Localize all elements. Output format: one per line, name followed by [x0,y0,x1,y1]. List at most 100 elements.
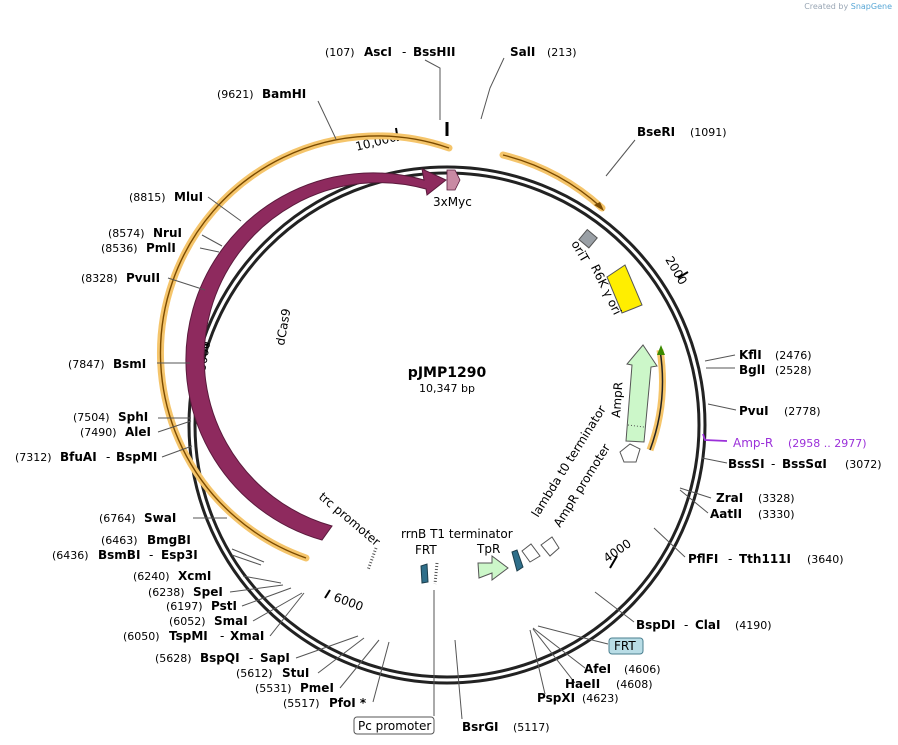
site-pflFI-name2: Tth111I [739,552,791,566]
site-bspDI-sep: - [684,618,688,632]
site-kflI-pos: (2476) [775,349,812,362]
site-xcmI: (6240) XcmI [133,569,211,583]
site-bssSI-pos: (3072) [845,458,882,471]
leader-bssSI [701,457,728,464]
site-pvuI-name: PvuI [739,404,769,418]
tick-4000 [609,555,618,569]
site-pflFI-sep: - [728,552,732,566]
trc-promoter-feature [366,547,378,571]
site-stuI-name: StuI [282,666,309,680]
site-pvuI: PvuI (2778) [739,404,821,418]
site-pmeI-pos: (5531) [255,682,292,695]
site-bsmBI-name: BsmBI [98,548,140,562]
pc-promoter-label: Pc promoter [358,719,431,733]
site-swaI-name: SwaI [144,511,176,525]
site-smaI-pos: (6052) [169,615,206,628]
watermark-prefix: Created by [804,2,849,11]
site-bsmI-pos: (7847) [68,358,105,371]
site-stuI-pos: (5612) [236,667,273,680]
leader-kflI [704,354,736,362]
dcas9-highlight-line [159,135,450,559]
site-xcmI-name: XcmI [178,569,211,583]
plasmid-name: pJMP1290 [408,365,487,381]
site-aleI: (7490) AleI [80,425,151,439]
tick-6000 [324,589,331,599]
site-bsmI: (7847) BsmI [68,357,146,371]
site-pstI: (6197) PstI [166,599,237,613]
amp-r-primer-range: (2958 .. 2977) [788,437,867,450]
orit-highlight-line [502,154,603,209]
site-bspDI-name: BspDI [636,618,675,632]
site-bspQI-sep: - [249,651,253,665]
trc-promoter-label: trc promoter [316,490,383,549]
orit-feature [578,228,598,249]
site-bfuAI-name2: BspMI [116,450,157,464]
site-swaI-pos: (6764) [99,512,136,525]
site-pvuII-pos: (8328) [81,272,118,285]
site-bamHI-name: BamHI [262,87,306,101]
site-ascI-name2: BssHII [413,45,455,59]
leader-salI [480,57,505,120]
orit-highlight [499,151,606,212]
site-stuI: (5612) StuI [236,666,309,680]
tpr-label: TpR [476,542,500,556]
leader-pstI [241,587,292,607]
site-bssSI-name2: BssSαI [782,457,827,471]
tick-label-4000: 4000 [601,536,634,565]
site-pmeI: (5531) PmeI [255,681,334,695]
site-ascI-sep: - [402,45,406,59]
plasmid-size: 10,347 bp [419,382,475,395]
site-ascI-name: AscI [364,45,392,59]
site-zraI: ZraI (3328) [716,491,795,505]
site-pvuI-pos: (2778) [784,405,821,418]
site-bsrGI-name: BsrGI [462,720,499,734]
site-bspQI-name: BspQI [200,651,240,665]
site-bsrGI: BsrGI (5117) [462,720,550,734]
rrnb-label: rrnB T1 terminator [401,527,513,541]
amp-r-primer-name: Amp-R [733,436,773,450]
site-bsmBI-pos: (6436) [52,549,89,562]
site-bmgBI-name: BmgBI [147,533,191,547]
site-pspXI: PspXI (4623) [537,691,619,705]
site-bglI-name: BglI [739,363,765,377]
myc-tag-arrow [446,169,461,191]
site-bssSI-sep: - [771,457,775,471]
site-pflFI-pos: (3640) [807,553,844,566]
leader-bspQI [295,635,359,659]
site-bsrGI-pos: (5117) [513,721,550,734]
tick-label-2000: 2000 [662,254,689,287]
site-aatII: AatII (3330) [710,507,795,521]
site-haeII-pos: (4608) [616,678,653,691]
leader-bmgBI [231,548,265,563]
leader-afeI [532,627,586,669]
site-pmlI: (8536) PmlI [101,241,176,255]
orit-highlight-arrowhead [594,202,604,211]
backbone-inner-circle [193,171,701,679]
ampr-promoter-arrow [619,443,641,463]
leader-speI [229,584,284,593]
site-speI: (6238) SpeI [148,585,223,599]
site-pfoI-pos: (5517) [283,697,320,710]
site-bglI: BglI (2528) [739,363,812,377]
leader-smaI [252,592,303,622]
site-bspQI: (5628) BspQI - SapI [155,651,290,665]
leader-mluI [207,196,242,222]
site-bsmBI: (6436) BsmBI - Esp3I [52,548,198,562]
dcas9-label: dCas9 [273,307,293,346]
site-bspQI-pos: (5628) [155,652,192,665]
site-salI: SalI (213) [510,45,577,59]
site-afeI-name: AfeI [584,662,611,676]
site-aleI-pos: (7490) [80,426,117,439]
site-pmlI-name: PmlI [146,241,176,255]
leader-ascI [424,59,441,120]
leader-pvuI [707,403,737,411]
site-kflI: KflI (2476) [739,348,812,362]
site-bfuAI-sep: - [106,450,110,464]
snapgene-watermark: Created by SnapGene [804,2,892,11]
site-tspMI-sep: - [220,629,224,643]
watermark-brand: SnapGene [850,2,892,11]
site-bamHI: (9621) BamHI [217,87,306,101]
site-smaI: (6052) SmaI [169,614,248,628]
site-sphI-pos: (7504) [73,411,110,424]
